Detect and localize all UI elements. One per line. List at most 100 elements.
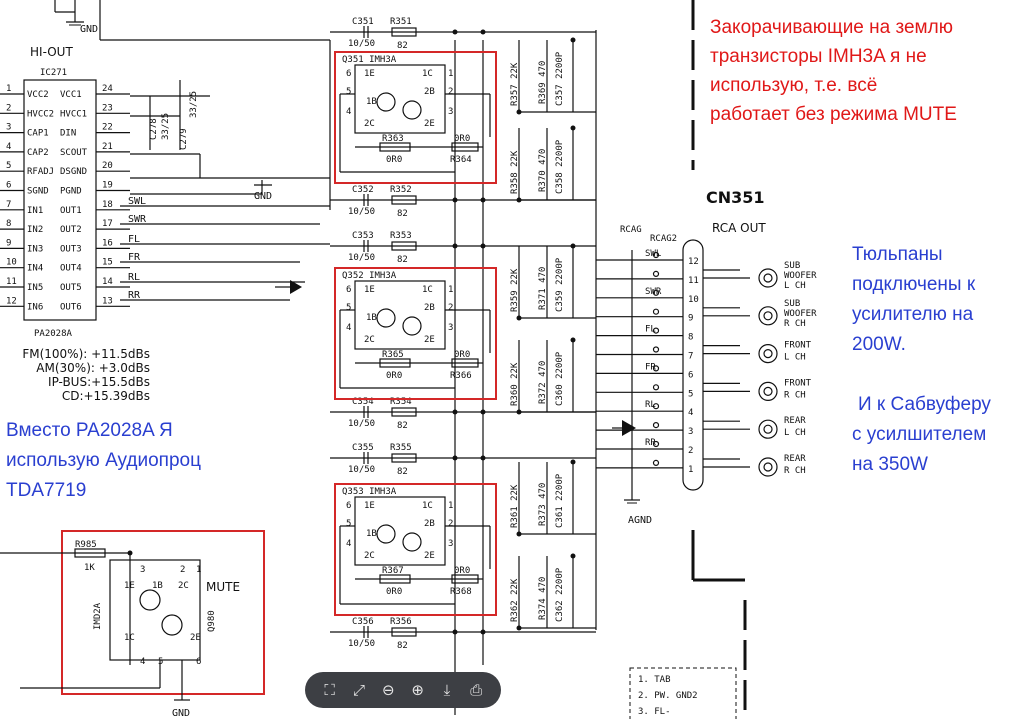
rcag2-label: RCAG2 bbox=[650, 234, 677, 244]
input-res-value: 82 bbox=[397, 209, 408, 219]
cap-c278-label: C278 bbox=[149, 118, 159, 140]
q-pin: 1E bbox=[364, 69, 375, 79]
legend-line-3: 3. FL- bbox=[638, 707, 671, 717]
q-pin: 2E bbox=[424, 119, 435, 129]
rc-resistor-label: R360 22K bbox=[510, 362, 520, 406]
jack-label-3: R CH bbox=[784, 319, 806, 329]
ic-pin-name: OUT5 bbox=[60, 283, 82, 293]
input-res-value: 82 bbox=[397, 255, 408, 265]
rc-res2-label: R373 470 bbox=[538, 483, 548, 526]
rca-jack-icon bbox=[758, 306, 778, 326]
q-pin: 2E bbox=[424, 335, 435, 345]
q-res-value: 0R0 bbox=[386, 371, 402, 381]
mute-pin-label: 5 bbox=[158, 657, 163, 667]
q-pin: 1C bbox=[422, 285, 433, 295]
q-pin: 2B bbox=[424, 519, 435, 529]
rc-resistor-label: R362 22K bbox=[510, 578, 520, 622]
connector-pin-number: 2 bbox=[688, 446, 693, 456]
ic-pin-name: CAP2 bbox=[27, 148, 49, 158]
signal-label: SWR bbox=[128, 214, 147, 225]
connector-net-label: RL bbox=[645, 400, 656, 410]
annotation-red-line: использую, т.е. всё bbox=[710, 75, 877, 96]
ic-pin-name: SCOUT bbox=[60, 148, 88, 158]
ic-pin-number: 6 bbox=[6, 181, 11, 191]
r985-value: 1K bbox=[84, 563, 95, 573]
connector-pin-number: 6 bbox=[688, 370, 693, 380]
download-icon[interactable]: ⤓ bbox=[443, 681, 451, 699]
rc-res2-label: R371 470 bbox=[538, 267, 548, 310]
connector-pin-number: 5 bbox=[688, 389, 693, 399]
input-cap-ref: C355 bbox=[352, 443, 374, 453]
annotation-blue-line: использую Аудиопроц bbox=[6, 450, 201, 471]
ic-pin-name: DIN bbox=[60, 129, 76, 139]
zoom-in-icon[interactable]: ⊕ bbox=[411, 681, 424, 699]
annotation-blue-line: Вместо PA2028A Я bbox=[6, 420, 173, 441]
rc-cap-label: C362 2200P bbox=[555, 567, 565, 622]
input-cap-value: 10/50 bbox=[348, 419, 375, 429]
signal-label: RL bbox=[128, 272, 140, 283]
rca-jack-icon bbox=[758, 381, 778, 401]
q-pin: 2 bbox=[448, 519, 453, 529]
annotation-blue-line: TDA7719 bbox=[6, 480, 86, 501]
q-res-value: 0R0 bbox=[386, 587, 402, 597]
connector-pin-number: 8 bbox=[688, 333, 693, 343]
annotation-blue-line: усилителю на bbox=[852, 304, 974, 325]
signal-label: FL bbox=[128, 234, 140, 245]
mute-part-label: IMD2A bbox=[93, 602, 103, 630]
mute-pin-label: 2E bbox=[190, 633, 201, 643]
fit-page-icon[interactable]: ⛶ bbox=[324, 681, 335, 699]
ic-pin-name: PGND bbox=[60, 187, 82, 197]
ic-pin-number: 9 bbox=[6, 238, 11, 248]
ic-pin-number: 1 bbox=[6, 84, 11, 94]
ic-pin-number: 13 bbox=[102, 296, 113, 306]
annotation-red-line: работает без режима MUTE bbox=[710, 104, 957, 125]
rc-resistor-label: R358 22K bbox=[510, 150, 520, 194]
zoom-out-icon[interactable]: ⊖ bbox=[382, 681, 395, 699]
jack-label-1: FRONT bbox=[784, 341, 812, 351]
input-cap-ref: C354 bbox=[352, 397, 374, 407]
rc-res2-label: R374 470 bbox=[538, 577, 548, 620]
input-cap-value: 10/50 bbox=[348, 639, 375, 649]
gnd-label-top: GND bbox=[80, 24, 98, 35]
mute-pin-label: 6 bbox=[196, 657, 201, 667]
rc-cap-label: C359 2200P bbox=[555, 257, 565, 312]
fit-width-icon[interactable]: ⤢ bbox=[352, 681, 365, 699]
q-res-ref: R367 bbox=[382, 566, 404, 576]
print-icon[interactable]: ⎙ bbox=[470, 681, 483, 699]
ic-part-label: PA2028A bbox=[34, 329, 73, 339]
ic-pin-number: 17 bbox=[102, 219, 113, 229]
jack-label-2: R CH bbox=[784, 466, 806, 476]
ic-pin-name: OUT1 bbox=[60, 206, 82, 216]
rc-cap-label: C358 2200P bbox=[555, 139, 565, 194]
q-res-ref: R363 bbox=[382, 134, 404, 144]
mute-pin-label: 1E bbox=[124, 581, 135, 591]
jack-label-1: FRONT bbox=[784, 378, 812, 388]
rca-jack-icon bbox=[758, 457, 778, 477]
q-pin: 4 bbox=[346, 539, 351, 549]
input-res-value: 82 bbox=[397, 467, 408, 477]
signal-label: FR bbox=[128, 252, 141, 263]
q-pin: 2 bbox=[448, 87, 453, 97]
agnd-label: AGND bbox=[628, 515, 652, 526]
ic-pin-name: DSGND bbox=[60, 167, 87, 177]
q-highlight-box bbox=[334, 483, 497, 616]
jack-label-1: REAR bbox=[784, 416, 806, 426]
q-pin: 1 bbox=[448, 285, 453, 295]
connector-body bbox=[682, 239, 704, 491]
mute-pin-label: 1B bbox=[152, 581, 163, 591]
ic-pin-number: 5 bbox=[6, 161, 11, 171]
input-res-ref: R351 bbox=[390, 17, 412, 27]
q-pin: 3 bbox=[448, 107, 453, 117]
jack-label-2: WOOFER bbox=[784, 309, 817, 319]
ic-pin-number: 19 bbox=[102, 181, 113, 191]
annotation-blue-left: Вместо PA2028A Я использую АудиопроцTDA77… bbox=[6, 420, 201, 501]
connector-pin-number: 9 bbox=[688, 314, 693, 324]
q-res-ref: R368 bbox=[450, 587, 472, 597]
connector-pin-number: 1 bbox=[688, 465, 693, 475]
ic-pin-name: OUT6 bbox=[60, 302, 82, 312]
jack-label-2: L CH bbox=[784, 428, 806, 438]
